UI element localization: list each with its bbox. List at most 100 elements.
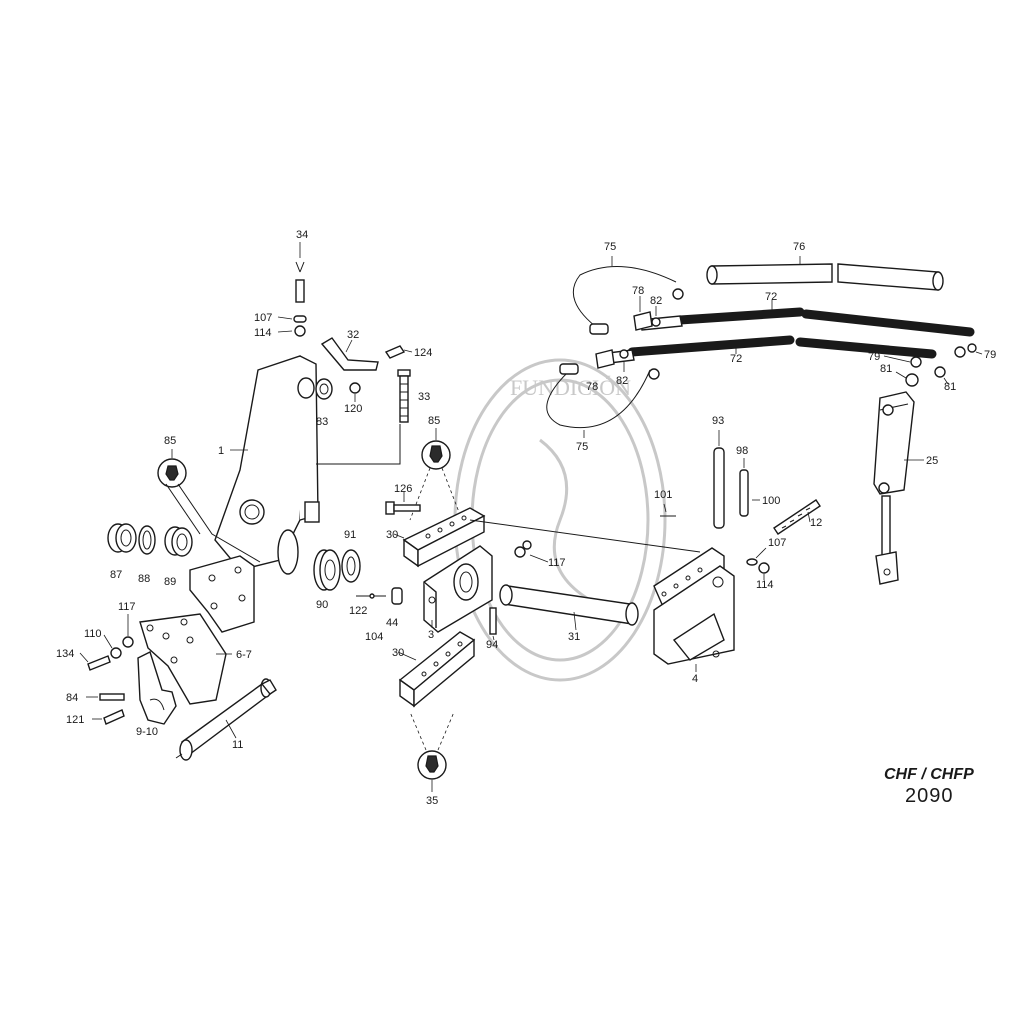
callout-104: 104 (365, 631, 383, 643)
part-35-grease-nipple (409, 711, 455, 792)
part-32-lever (320, 337, 413, 402)
part-83-bearing (315, 378, 333, 400)
part-1-main-bracket (214, 355, 401, 575)
callout-117-right: 117 (548, 557, 566, 569)
callout-79-right: 79 (984, 349, 996, 361)
callout-101: 101 (654, 489, 672, 501)
part-117-nut-right (514, 540, 549, 563)
part-117-nut-left (122, 614, 134, 648)
callout-9-10: 9-10 (136, 726, 158, 738)
callout-1: 1 (218, 445, 224, 457)
watermark-text: FUNDICIÓN (510, 375, 631, 400)
callout-4: 4 (692, 673, 698, 685)
part-90-bearing (313, 549, 341, 591)
callout-114: 114 (254, 327, 272, 339)
part-31-tube (499, 584, 639, 631)
callout-33: 33 (418, 391, 430, 403)
callout-120: 120 (344, 403, 362, 415)
callout-30-upper: 30 (386, 529, 398, 541)
callout-91: 91 (344, 529, 356, 541)
callout-107: 107 (254, 312, 272, 324)
part-79-fitting-left (883, 355, 922, 368)
callout-93: 93 (712, 415, 724, 427)
part-121-bolt (92, 709, 125, 725)
part-11-shaft (175, 678, 277, 761)
callout-94: 94 (486, 639, 498, 651)
callout-110: 110 (84, 628, 102, 640)
callout-11: 11 (232, 739, 243, 751)
watermark-stamp: FUNDICIÓN (453, 358, 667, 682)
callout-25: 25 (926, 455, 938, 467)
callout-82-lower: 82 (616, 375, 628, 387)
callout-72-upper: 72 (765, 291, 777, 303)
callout-107-right: 107 (768, 537, 786, 549)
callout-72-lower: 72 (730, 353, 742, 365)
part-78-fitting-upper (633, 296, 653, 331)
part-107-washer-right (746, 547, 767, 566)
callout-81-right: 81 (944, 381, 956, 393)
part-114-nut-right (758, 562, 770, 580)
page-number: 2090 (905, 785, 954, 807)
part-9-10-hook (137, 651, 177, 725)
part-33-bolt (397, 369, 411, 423)
part-101-cotter (660, 503, 676, 517)
part-72-hose-lower (599, 335, 937, 365)
callout-78-upper: 78 (632, 285, 644, 297)
callout-84: 84 (66, 692, 78, 704)
callout-labels: 34 107 114 32 124 120 83 33 85 1 85 87 8… (56, 229, 996, 807)
callout-117-left: 117 (118, 601, 136, 613)
part-126-bolt (385, 492, 421, 515)
callout-12: 12 (810, 517, 822, 529)
part-81-washer-right (934, 366, 949, 385)
part-34-bolt (277, 242, 307, 337)
part-93-pin (713, 430, 725, 529)
part-6-7-plate (139, 555, 255, 705)
part-3-carriage (423, 545, 493, 633)
part-94-pin (489, 607, 497, 641)
part-98-pin (739, 458, 749, 517)
callout-79-left: 79 (868, 351, 880, 363)
callout-34: 34 (296, 229, 308, 241)
part-87-bushing (107, 523, 137, 553)
callout-76: 76 (793, 241, 805, 253)
callout-31: 31 (568, 631, 580, 643)
callout-3: 3 (428, 629, 434, 641)
callout-114-right: 114 (756, 579, 774, 591)
part-4-frame (469, 519, 735, 672)
callout-81-left: 81 (880, 363, 892, 375)
part-78-fitting-lower (595, 349, 615, 369)
part-79-fitting-right (954, 343, 983, 358)
callout-134: 134 (56, 648, 74, 660)
callout-83: 83 (316, 416, 328, 428)
part-72-hose-upper (639, 300, 975, 337)
part-12-rod (773, 499, 821, 535)
callout-32: 32 (347, 329, 359, 341)
part-91-washer (341, 549, 361, 583)
callout-90: 90 (316, 599, 328, 611)
part-88-ring (138, 525, 156, 555)
callout-87: 87 (110, 569, 122, 581)
callout-75-upper: 75 (604, 241, 616, 253)
callout-100: 100 (762, 495, 780, 507)
callout-44: 44 (386, 617, 398, 629)
callout-89: 89 (164, 576, 176, 588)
callout-82-upper: 82 (650, 295, 662, 307)
callout-6-7: 6-7 (236, 649, 252, 661)
callout-85-right: 85 (428, 415, 440, 427)
part-25-hydraulic-cylinder (873, 391, 924, 585)
model-code: CHF / CHFP (884, 766, 974, 783)
callout-88: 88 (138, 573, 150, 585)
part-134-bolt (79, 652, 111, 671)
callout-126: 126 (394, 483, 412, 495)
part-76-sleeve (706, 256, 944, 291)
callout-121: 121 (66, 714, 84, 726)
callout-75-lower: 75 (576, 441, 588, 453)
part-110-washer (103, 634, 122, 659)
part-85-grease-nipple-left (157, 449, 261, 563)
callout-124: 124 (414, 347, 432, 359)
part-122-pin (356, 593, 386, 599)
callout-122: 122 (349, 605, 367, 617)
part-85-grease-nipple-right (409, 428, 463, 521)
